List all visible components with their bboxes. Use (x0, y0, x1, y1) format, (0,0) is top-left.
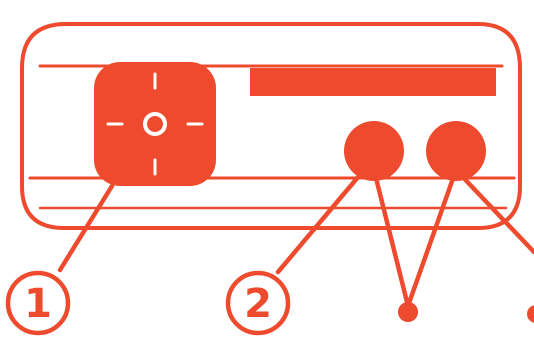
leader-line-1 (57, 183, 115, 273)
callout-1-ring (5, 270, 71, 336)
callout-1-label: 1 (24, 281, 52, 327)
target-icon (143, 112, 167, 136)
leader-line-4 (405, 167, 459, 309)
edge-dot (527, 305, 534, 323)
control-pad-ticks (106, 72, 204, 176)
callout-2-label: 2 (244, 281, 272, 327)
junction-dot (398, 302, 418, 322)
callout-1: 1 (5, 270, 71, 336)
leader-line-3 (371, 167, 411, 309)
leader-line-5 (453, 167, 534, 255)
callout-2-ring (225, 270, 291, 336)
control-pad-icon (94, 62, 216, 186)
housing-outline (20, 22, 522, 230)
control-pad-body (94, 62, 216, 186)
leader-line-2 (275, 167, 367, 275)
round-button-right (426, 121, 486, 181)
callout-2: 2 (225, 270, 291, 336)
display-slot (250, 68, 496, 96)
leader-lines (57, 167, 534, 309)
round-button-left (344, 121, 404, 181)
